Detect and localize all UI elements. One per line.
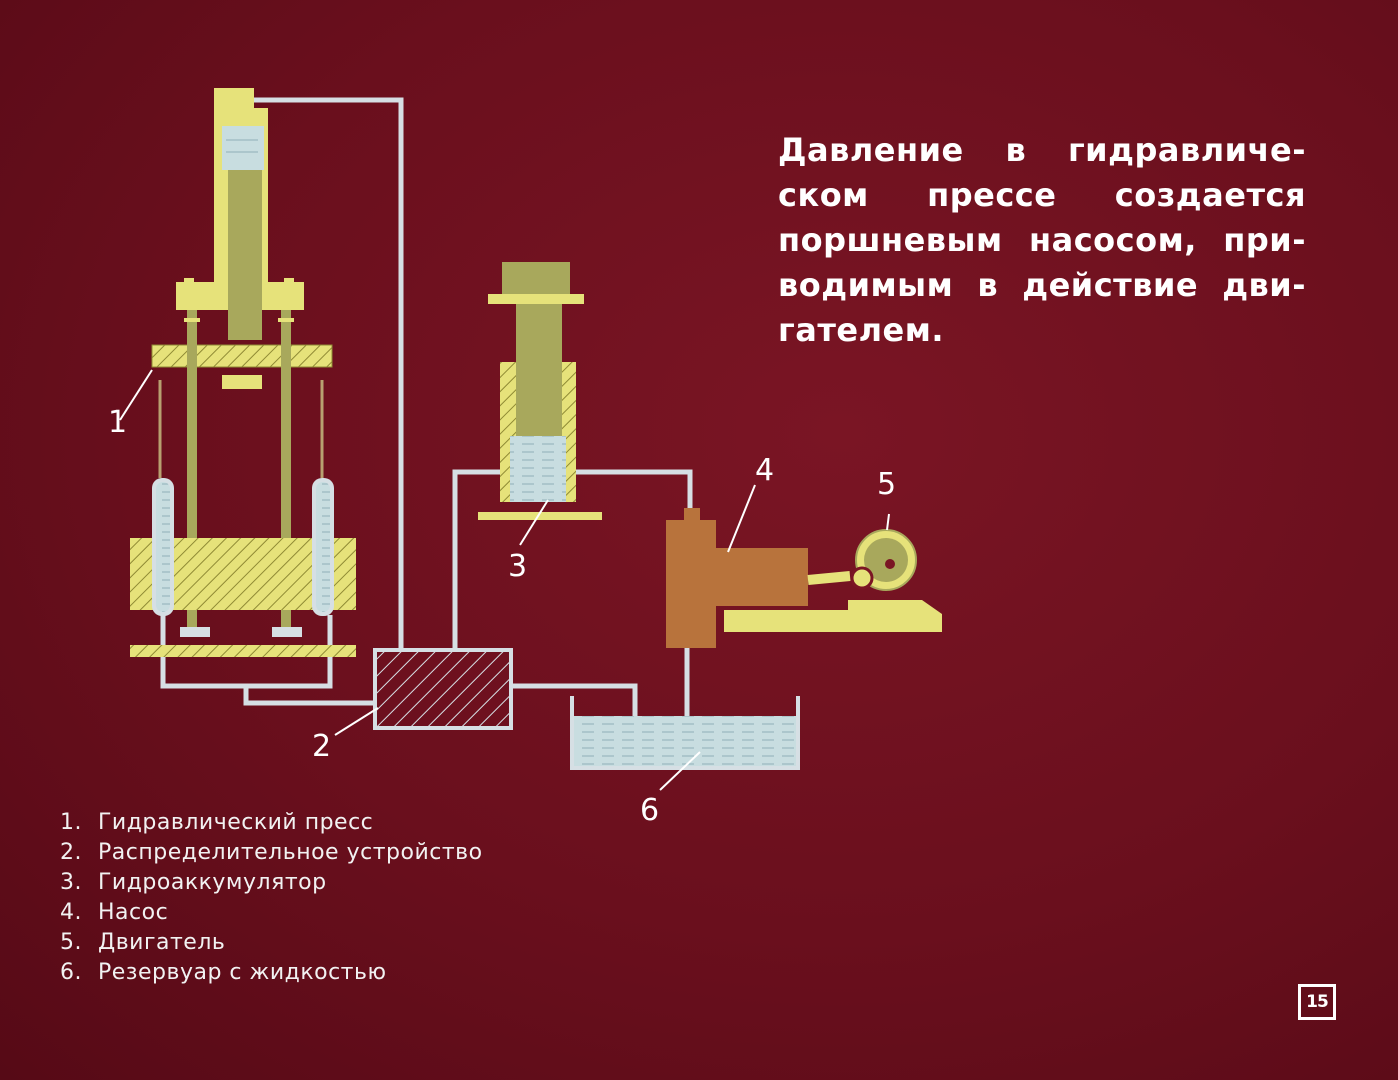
legend-text: Резервуар с жидкостью: [98, 960, 387, 985]
legend-item: 5. Двигатель: [60, 928, 483, 958]
pipe-distributor-reservoir: [511, 683, 638, 718]
motor: [724, 513, 942, 632]
slide-number: 15: [1298, 984, 1336, 1020]
label-pump: 4: [755, 453, 775, 488]
legend: 1. Гидравлический пресс 2. Распределительн…: [60, 808, 483, 988]
legend-item: 3. Гидроаккумулятор: [60, 868, 483, 898]
legend-item: 6. Резервуар с жидкостью: [60, 958, 483, 988]
legend-number: 2.: [60, 840, 82, 865]
legend-text: Гидроаккумулятор: [98, 870, 327, 895]
pipe-press-distributor: [243, 686, 375, 706]
legend-number: 3.: [60, 870, 82, 895]
hydraulic-press: [119, 88, 356, 657]
label-accumulator: 3: [508, 549, 528, 584]
legend-item: 1. Гидравлический пресс: [60, 808, 483, 838]
legend-number: 5.: [60, 930, 82, 955]
legend-text: Распределительное устройство: [98, 840, 483, 865]
legend-text: Насос: [98, 900, 169, 925]
label-motor: 5: [877, 467, 897, 502]
accumulator: [478, 262, 602, 546]
legend-number: 4.: [60, 900, 82, 925]
reservoir: [570, 696, 800, 791]
caption-line: поршневым насосом, при-: [778, 221, 1306, 259]
legend-text: Гидравлический пресс: [98, 810, 374, 835]
caption-line: ском прессе создается: [778, 176, 1306, 214]
label-press: 1: [108, 405, 128, 440]
label-distributor: 2: [312, 729, 332, 764]
caption-line: водимым в действие дви-: [778, 266, 1306, 304]
legend-item: 4. Насос: [60, 898, 483, 928]
caption-line: Давление в гидравличе-: [778, 131, 1306, 169]
distributor: [334, 648, 513, 736]
caption-text: Давление в гидравличе- ском прессе созда…: [778, 128, 1306, 353]
legend-number: 6.: [60, 960, 82, 985]
legend-text: Двигатель: [98, 930, 226, 955]
caption-line: гателем.: [778, 311, 945, 349]
pump: [666, 484, 808, 648]
legend-number: 1.: [60, 810, 82, 835]
label-reservoir: 6: [640, 793, 660, 828]
legend-item: 2. Распределительное устройство: [60, 838, 483, 868]
